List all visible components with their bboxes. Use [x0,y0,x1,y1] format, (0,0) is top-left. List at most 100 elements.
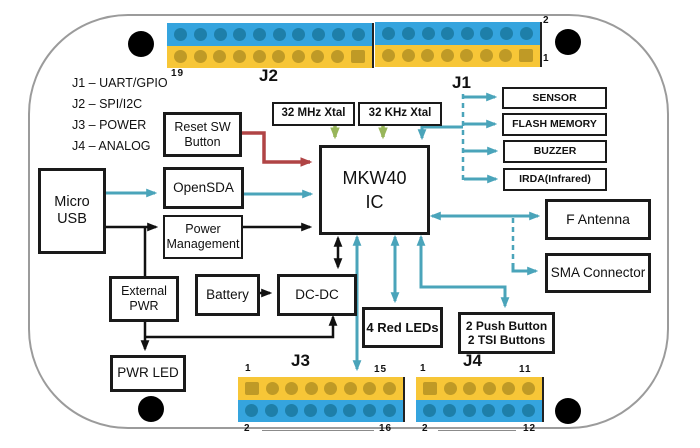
pin-circle [479,49,493,63]
pin-circle [351,27,365,41]
pin-circle [323,404,337,418]
pin-circle [502,381,516,395]
arrow-reset-to-mkw40 [239,131,313,167]
micro-usb-block: Micro USB [38,168,106,254]
buzzer-block: BUZZER [503,140,607,163]
pin-circle [292,27,306,41]
pwr-led-block: PWR LED [110,355,186,392]
j3-silkscreen-line [262,430,374,431]
legend-j2: J2 – SPI/I2C [72,97,143,111]
red-leds-block: 4 Red LEDs [362,307,443,348]
pin-circle [482,404,496,418]
j4-pin1-number: 1 [420,363,427,374]
pin-circle [331,27,345,41]
pin-circle [304,404,318,418]
pin-circle [265,381,279,395]
opensda-block: OpenSDA [163,167,244,209]
j3-pin15-number: 15 [374,364,388,375]
pin-circle [174,27,188,41]
pin-circle [423,404,437,418]
legend-j3: J3 – POWER [72,118,147,132]
pin-circle [304,381,318,395]
mounting-hole-top-right [555,29,581,55]
pin-circle [213,50,227,64]
battery-block: Battery [195,274,260,316]
pin-circle [193,50,207,64]
j4-silkscreen-line [438,430,516,431]
j1-label: J1 [452,73,471,92]
pin-1-square [423,381,438,395]
j4-pin2-number: 2 [422,423,429,434]
j4-pin-row-top [416,377,542,400]
pin-circle [501,404,515,418]
j3-pin2-number: 2 [244,423,251,434]
j3-pin1-number: 1 [245,363,252,374]
pin-circle [233,27,247,41]
xtal-32mhz-block: 32 MHz Xtal [272,102,355,126]
pin-circle [233,50,247,64]
pin-circle [521,404,535,418]
external-pwr-block: External PWR [109,276,179,322]
dc-dc-block: DC-DC [277,274,357,316]
j4-pin11-number: 11 [519,364,532,375]
j3-pin16-number: 16 [379,423,393,434]
pin-circle [519,26,533,40]
pin-circle [382,26,396,40]
pin-1-square [245,381,260,395]
pin-circle [285,381,299,395]
pin-circle [499,49,513,63]
legend-j1: J1 – UART/GPIO [72,76,168,90]
arrow-branch-to-dcdc [145,314,338,339]
j1-pin-row-top [375,22,540,45]
pin-circle [462,404,476,418]
legend-j4: J4 – ANALOG [72,139,151,153]
mounting-hole-top-left [128,31,154,57]
pin-circle [382,49,396,63]
pin-circle [264,404,278,418]
pin-circle [440,49,454,63]
pin-circle [442,404,456,418]
pin-circle [343,404,357,418]
pin-circle [343,381,357,395]
arrow-mkw40-buttons [416,234,510,309]
pin-circle [460,26,474,40]
pin-circle [272,27,286,41]
push-tsi-buttons-block: 2 Push Button 2 TSI Buttons [458,312,555,354]
pin-circle [463,381,477,395]
pin-circle [443,381,457,395]
pin-circle [382,381,396,395]
j3-header-connector [238,377,405,422]
j4-pin12-number: 12 [523,423,537,434]
pin-circle [253,27,267,41]
pin-circle [174,50,188,64]
pin-circle [382,404,396,418]
pin-circle [331,50,345,64]
pin-1-square [350,50,365,64]
pin-circle [401,49,415,63]
arrow-to-sma [511,263,539,276]
xtal-32khz-block: 32 KHz Xtal [358,102,442,126]
pin-circle [272,50,286,64]
pin-circle [401,26,415,40]
j3-pin-row-bottom [238,399,403,422]
pin-circle [421,49,435,63]
pin-circle [245,404,259,418]
mounting-hole-bottom-right [555,398,581,424]
j2-header-connector [167,23,374,68]
j2-pin-row-top [167,23,372,46]
pin-1-square [518,49,533,63]
sma-connector-block: SMA Connector [545,253,651,293]
j1-pin-row-bottom [375,44,540,67]
irda-block: IRDA(Infrared) [503,168,607,191]
arrow-j1-to-mkw40 [417,125,463,141]
j1-pin1-number: 1 [543,53,550,64]
reset-sw-button-block: Reset SW Button [163,112,242,157]
j3-label: J3 [291,351,310,370]
j4-pin-row-bottom [416,399,542,422]
pin-circle [363,404,377,418]
mounting-hole-bottom-left [138,396,164,422]
j2-pin-row-bottom [167,45,372,68]
flash-memory-block: FLASH MEMORY [502,113,607,136]
pin-circle [324,381,338,395]
